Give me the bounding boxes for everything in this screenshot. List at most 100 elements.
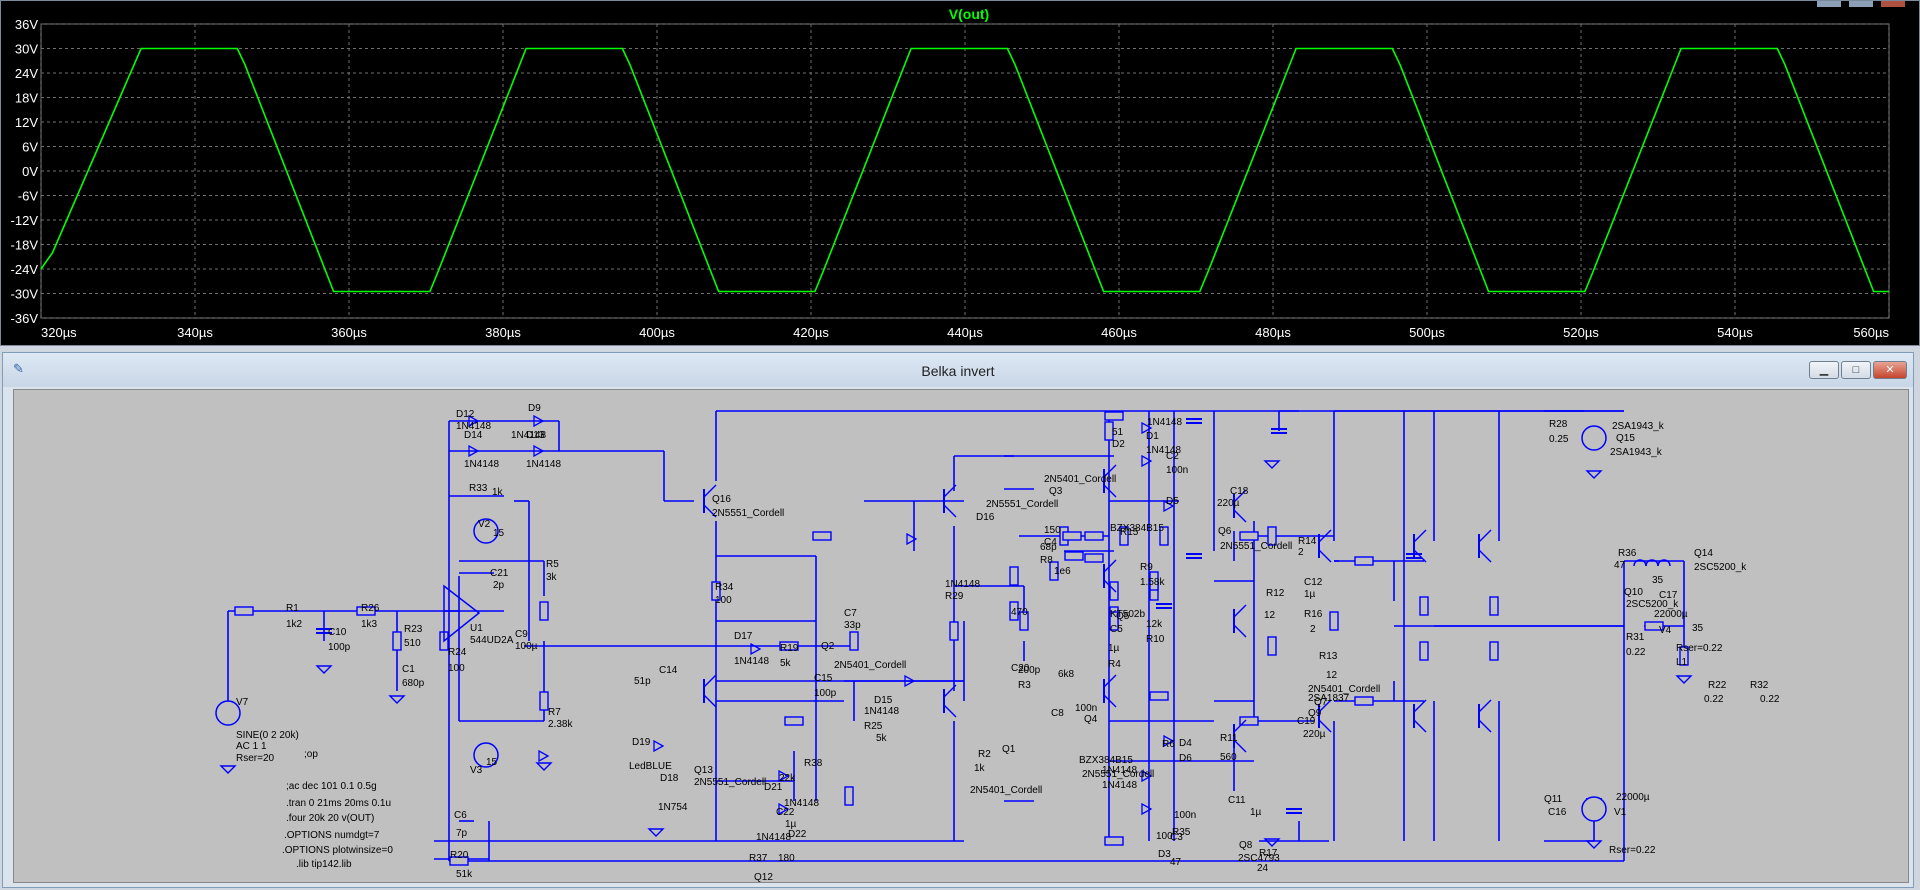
component-label[interactable]: .four 20k 20 v(OUT) <box>286 813 374 824</box>
transistor[interactable] <box>1103 559 1117 573</box>
transistor[interactable] <box>703 694 717 708</box>
component-label[interactable]: 510 <box>404 638 421 649</box>
component-label[interactable]: R16 <box>1304 609 1323 620</box>
component-label[interactable]: 100p <box>328 642 351 653</box>
component-label[interactable]: R25 <box>864 721 883 732</box>
component-label[interactable]: V4 <box>1659 625 1672 636</box>
component-label[interactable]: 24 <box>1257 863 1269 874</box>
resistor[interactable] <box>1644 621 1664 631</box>
component-label[interactable]: 1N4148 <box>734 656 769 667</box>
close-button[interactable]: ✕ <box>1873 361 1907 379</box>
transistor[interactable] <box>1318 719 1332 733</box>
component-label[interactable]: V7 <box>236 697 249 708</box>
pane-button-restore[interactable] <box>1817 1 1841 7</box>
resistor[interactable] <box>1354 696 1374 706</box>
component-label[interactable]: D19 <box>632 737 651 748</box>
transistor[interactable] <box>1233 719 1247 733</box>
component-label[interactable]: D22 <box>788 829 807 840</box>
component-label[interactable]: 100p <box>814 688 837 699</box>
voltage-source[interactable] <box>473 518 499 544</box>
component-label[interactable]: R32 <box>1750 680 1769 691</box>
component-label[interactable]: 100µ <box>515 641 538 652</box>
component-label[interactable]: Q11 <box>1544 794 1563 805</box>
component-label[interactable]: 5k <box>876 733 888 744</box>
component-label[interactable]: Q4 <box>1084 714 1098 725</box>
resistor[interactable] <box>1084 553 1104 563</box>
component-label[interactable]: 47 <box>1170 857 1182 868</box>
component-label[interactable]: R13 <box>1319 651 1338 662</box>
resistor[interactable] <box>1109 581 1119 601</box>
transistor[interactable] <box>703 484 717 498</box>
component-label[interactable]: C5 <box>1110 624 1123 635</box>
resistor[interactable] <box>949 621 959 641</box>
component-label[interactable]: 2 <box>1310 624 1316 635</box>
component-label[interactable]: 51 <box>1112 427 1124 438</box>
component-label[interactable]: D17 <box>734 631 753 642</box>
component-label[interactable]: Q6 <box>1218 526 1232 537</box>
transistor[interactable] <box>1413 549 1427 563</box>
component-label[interactable]: 1N4148 <box>1102 765 1137 776</box>
component-label[interactable]: C12 <box>1304 577 1323 588</box>
component-label[interactable]: D1 <box>1146 431 1159 442</box>
component-label[interactable]: AC 1 1 <box>236 741 267 752</box>
component-label[interactable]: 2 <box>1298 547 1304 558</box>
component-label[interactable]: R10 <box>1146 634 1165 645</box>
component-label[interactable]: 1k <box>492 487 504 498</box>
component-label[interactable]: C16 <box>1548 807 1567 818</box>
component-label[interactable]: 2N5551_Cordell <box>1220 541 1292 552</box>
component-label[interactable]: .OPTIONS numdgt=7 <box>284 830 380 841</box>
voltage-source[interactable] <box>215 700 241 726</box>
diode[interactable] <box>1141 421 1153 435</box>
component-label[interactable]: R15 <box>1120 527 1139 538</box>
component-label[interactable]: Q12 <box>754 872 773 882</box>
component-label[interactable]: Q8 <box>1239 840 1253 851</box>
component-label[interactable]: 2SA1837 <box>1308 693 1350 704</box>
transistor[interactable] <box>1233 509 1247 523</box>
resistor[interactable] <box>1109 611 1119 631</box>
voltage-source[interactable] <box>1581 796 1607 822</box>
component-label[interactable]: C8 <box>1051 708 1064 719</box>
component-label[interactable]: 2N5551_Cordell <box>712 508 784 519</box>
component-label[interactable]: Q7 <box>1314 697 1328 708</box>
pane-button-close[interactable] <box>1881 1 1905 7</box>
component-label[interactable]: R37 <box>749 853 768 864</box>
component-label[interactable]: 1N4148 <box>526 459 561 470</box>
component-label[interactable]: R34 <box>715 582 734 593</box>
resistor[interactable] <box>1419 641 1429 661</box>
resistor[interactable] <box>1064 551 1084 561</box>
diode[interactable] <box>538 749 550 763</box>
diode[interactable] <box>1141 454 1153 468</box>
component-label[interactable]: 6k8 <box>1058 669 1075 680</box>
diode[interactable] <box>1163 734 1175 748</box>
resistor[interactable] <box>449 856 469 866</box>
component-label[interactable]: 1N4148 <box>864 706 899 717</box>
component-label[interactable]: R12 <box>1266 588 1285 599</box>
component-label[interactable]: 15 <box>486 757 498 768</box>
component-label[interactable]: D16 <box>976 512 995 523</box>
component-label[interactable]: 12 <box>1326 670 1338 681</box>
resistor[interactable] <box>1149 571 1159 591</box>
component-label[interactable]: Q1 <box>1002 744 1016 755</box>
component-label[interactable]: R19 <box>780 643 799 654</box>
component-label[interactable]: 1N4148 <box>756 832 791 843</box>
component-label[interactable]: L1 <box>1676 657 1688 668</box>
component-label[interactable]: 33p <box>844 620 861 631</box>
component-label[interactable]: 100 <box>1156 831 1173 842</box>
component-label[interactable]: 220µ <box>1217 498 1240 509</box>
transistor[interactable] <box>1103 674 1117 688</box>
resistor[interactable] <box>1354 556 1374 566</box>
component-label[interactable]: 68p <box>1040 542 1057 553</box>
component-label[interactable]: 100n <box>1174 810 1196 821</box>
component-label[interactable]: C7 <box>844 608 857 619</box>
component-label[interactable]: V1 <box>1614 807 1627 818</box>
component-label[interactable]: R23 <box>404 624 423 635</box>
component-label[interactable]: C19 <box>1297 716 1316 727</box>
transistor[interactable] <box>1233 604 1247 618</box>
diode[interactable] <box>653 739 665 753</box>
component-label[interactable]: C20 <box>1011 663 1030 674</box>
resistor[interactable] <box>1679 646 1689 666</box>
component-label[interactable]: D12 <box>456 409 475 420</box>
component-label[interactable]: 470 <box>1011 607 1028 618</box>
